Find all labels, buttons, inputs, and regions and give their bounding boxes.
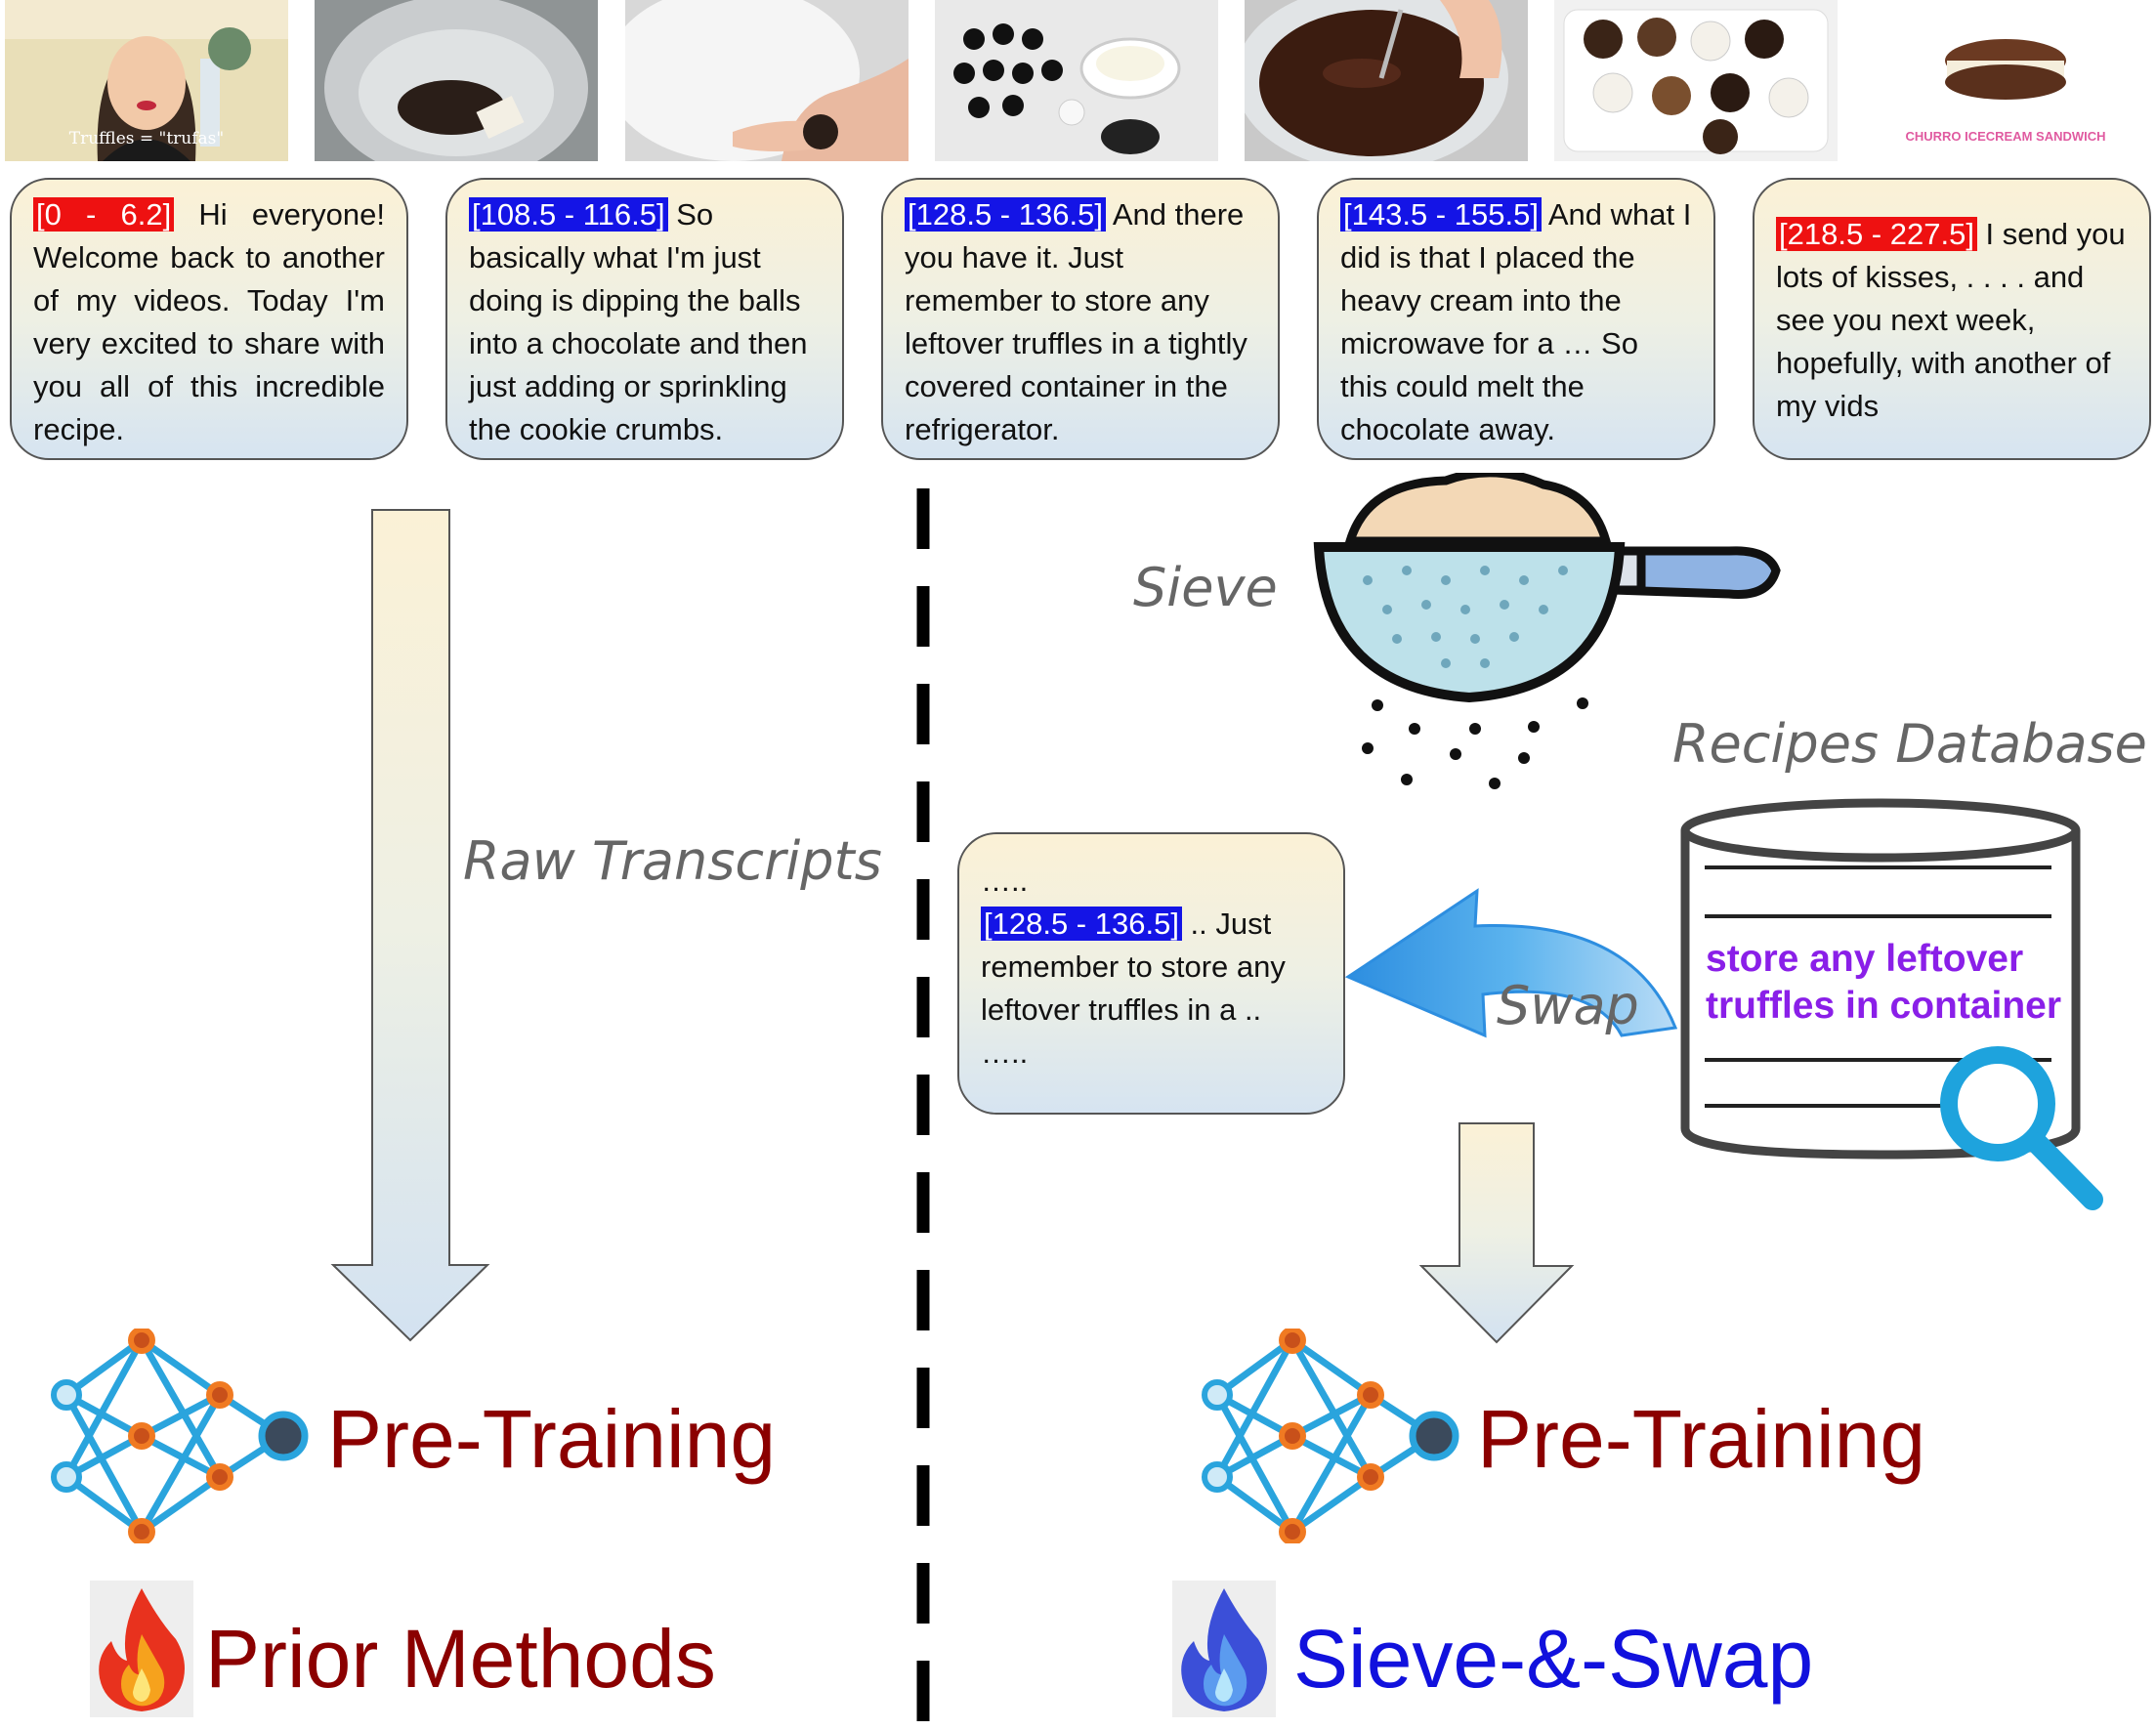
swapped-transcript-box: ….. [128.5 - 136.5] .. Just remember to … [957, 832, 1345, 1115]
thumbnail-truffle-balls [935, 0, 1218, 161]
sieve-and-swap-label: Sieve-&-Swap [1293, 1613, 1814, 1705]
thumbnail-caption: Truffles = "trufas" [68, 129, 225, 148]
swapped-text-line2: remember to store any [981, 949, 1286, 984]
thumbnail-melted-chocolate [1245, 0, 1528, 161]
transcript-bubble: [143.5 - 155.5] And what I did is that I… [1317, 178, 1715, 460]
transcript-text: So basically what I'm just doing is dipp… [469, 197, 808, 446]
swapped-text-line3: leftover truffles in a .. [981, 992, 1262, 1027]
pretraining-label: Pre-Training [327, 1393, 777, 1485]
timestamp-badge: [128.5 - 136.5] [981, 907, 1182, 941]
thumbnail-mixing-bowl [315, 0, 598, 161]
timestamp-badge: [143.5 - 155.5] [1340, 197, 1542, 232]
thumbnail-churro-sandwich: CHURRO ICECREAM SANDWICH [1864, 0, 2147, 161]
database-icon [1680, 798, 2103, 1210]
thumbnail-caption: CHURRO ICECREAM SANDWICH [1905, 129, 2106, 144]
raw-transcripts-arrow [330, 509, 490, 1342]
timestamp-badge: [218.5 - 227.5] [1776, 217, 1977, 251]
thumbnail-presenter: Truffles = "trufas" [5, 0, 288, 161]
transcript-bubble: [218.5 - 227.5] I send you lots of kisse… [1753, 178, 2151, 460]
timestamp-badge: [128.5 - 136.5] [905, 197, 1106, 232]
sieve-label: Sieve [1133, 557, 1278, 618]
blue-flame-icon [1172, 1581, 1276, 1717]
database-entry-line2: truffles in container [1706, 985, 2062, 1027]
timestamp-badge: [108.5 - 116.5] [469, 197, 668, 232]
recipes-database-label: Recipes Database [1672, 713, 2147, 775]
transcript-text: I send you lots of kisses, . . . . and s… [1776, 217, 2126, 423]
neural-network-icon [51, 1329, 309, 1543]
thumbnail-truffle-plate [1554, 0, 1838, 161]
transcript-bubble: [108.5 - 116.5] So basically what I'm ju… [445, 178, 844, 460]
transcript-text: And there you have it. Just remember to … [905, 197, 1247, 446]
thumbnail-rolling-ball [625, 0, 909, 161]
sieve-icon [1313, 473, 1781, 789]
ellipsis-top: ….. [981, 864, 1029, 898]
pretraining-label: Pre-Training [1477, 1393, 1926, 1485]
transcript-text: And what I did is that I placed the heav… [1340, 197, 1692, 446]
database-entry-line1: store any leftover [1706, 938, 2024, 980]
prior-methods-label: Prior Methods [205, 1613, 716, 1705]
swap-arrow-icon [1344, 888, 1678, 1038]
raw-transcripts-label: Raw Transcripts [463, 830, 882, 892]
ellipsis-bottom: ….. [981, 1035, 1029, 1070]
transcript-text: Hi everyone! Welcome back to another of … [33, 197, 385, 446]
down-arrow [1418, 1122, 1575, 1344]
swapped-text-line1: .. Just [1181, 907, 1272, 941]
magnifier-icon [1940, 1046, 2103, 1210]
swap-label: Swap [1497, 975, 1639, 1036]
transcript-bubble: [128.5 - 136.5] And there you have it. J… [881, 178, 1280, 460]
neural-network-icon [1202, 1329, 1459, 1543]
timestamp-badge: [0 - 6.2] [33, 197, 175, 232]
red-flame-icon [90, 1581, 193, 1717]
divider-dashed-line [916, 488, 930, 1730]
transcript-bubble: [0 - 6.2] Hi everyone! Welcome back to a… [10, 178, 408, 460]
